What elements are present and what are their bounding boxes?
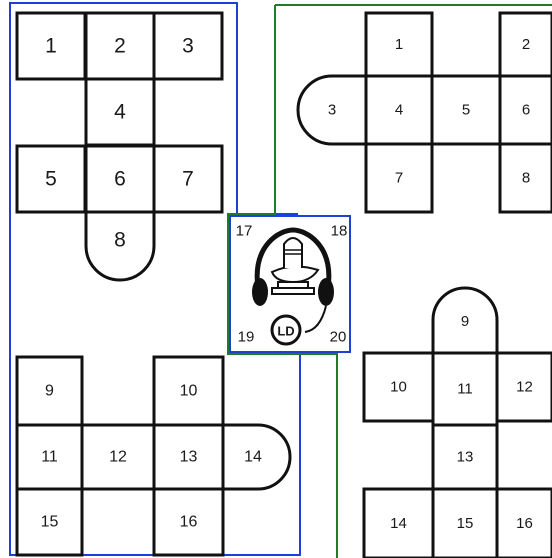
cell-number: 4 (114, 101, 126, 124)
green-cell-15[interactable]: 15 (433, 489, 497, 558)
cell-number: 2 (522, 36, 530, 53)
cell-number: 1 (395, 36, 403, 53)
cell-number: 1 (45, 35, 57, 58)
cell-number: 12 (516, 379, 533, 396)
blue-cell-12[interactable]: 12 (82, 425, 154, 489)
cell-number: 10 (390, 379, 407, 396)
green-cell-1[interactable]: 1 (366, 13, 432, 76)
cell-number: 12 (109, 449, 127, 466)
cell-number: 11 (41, 449, 58, 466)
cell-number: 4 (395, 102, 403, 119)
blue-cell-2[interactable]: 2 (86, 13, 154, 79)
blue-cell-14[interactable]: 14 (223, 425, 290, 489)
green-cell-2[interactable]: 2 (500, 13, 552, 76)
green-cell-6[interactable]: 6 (500, 76, 552, 144)
corner-label-20: 20 (330, 329, 347, 346)
green-cell-8[interactable]: 8 (500, 144, 552, 212)
emblem-text: LD (277, 324, 294, 339)
cell-number: 3 (328, 102, 336, 119)
green-cell-13[interactable]: 13 (433, 425, 497, 489)
blue-upper-cluster: 1 2 3 4 5 6 7 8 (17, 13, 222, 280)
green-cell-4[interactable]: 4 (366, 76, 432, 144)
cell-number: 16 (180, 514, 198, 531)
corner-label-19: 19 (238, 329, 255, 346)
cell-number: 16 (516, 515, 533, 532)
cell-number: 7 (395, 170, 403, 187)
green-cell-7[interactable]: 7 (366, 144, 432, 212)
cell-number: 13 (457, 449, 474, 466)
blue-cell-13[interactable]: 13 (154, 425, 223, 489)
cell-number: 6 (114, 168, 126, 191)
cell-number: 8 (522, 170, 530, 187)
cell-number: 15 (41, 514, 59, 531)
cell-number: 14 (390, 515, 407, 532)
corner-label-18: 18 (331, 223, 348, 240)
cell-number: 15 (457, 515, 474, 532)
blue-cell-10[interactable]: 10 (154, 357, 223, 425)
blue-cell-4[interactable]: 4 (86, 79, 154, 145)
cell-number: 13 (180, 449, 198, 466)
blue-cell-8[interactable]: 8 (86, 212, 154, 280)
blue-cell-1[interactable]: 1 (17, 13, 85, 79)
blue-cell-7[interactable]: 7 (154, 146, 222, 212)
blue-cell-5[interactable]: 5 (17, 146, 85, 212)
green-cell-10[interactable]: 10 (364, 353, 433, 421)
cell-number: 2 (114, 35, 126, 58)
cell-number: 6 (522, 102, 530, 119)
blue-cell-3[interactable]: 3 (154, 13, 222, 79)
corner-label-17: 17 (236, 223, 253, 240)
blue-cell-9[interactable]: 9 (17, 357, 82, 425)
green-cell-12[interactable]: 12 (497, 353, 552, 421)
blue-cell-11[interactable]: 11 (17, 425, 82, 489)
blue-cell-6[interactable]: 6 (86, 146, 154, 212)
green-cell-14[interactable]: 14 (364, 489, 433, 558)
cell-number: 14 (244, 449, 262, 466)
cell-number: 5 (45, 168, 57, 191)
green-cell-11[interactable]: 11 (433, 353, 497, 425)
green-lower-cluster: 9 10 11 12 13 14 15 16 (364, 288, 552, 558)
cell-number: 11 (457, 381, 473, 398)
green-cell-3[interactable]: 3 (298, 76, 366, 144)
cell-number: 9 (45, 383, 54, 400)
green-cell-5[interactable]: 5 (432, 76, 500, 144)
blue-cell-16[interactable]: 16 (154, 489, 223, 555)
cell-number: 10 (180, 383, 198, 400)
blue-cell-15[interactable]: 15 (17, 489, 82, 555)
cell-number: 7 (182, 168, 194, 191)
cell-number: 8 (114, 229, 126, 252)
cell-number: 5 (462, 102, 470, 119)
green-cell-16[interactable]: 16 (497, 489, 552, 558)
cell-number: 9 (461, 313, 469, 330)
cell-number: 3 (182, 35, 194, 58)
center-tile[interactable]: 17 18 19 20 LD (230, 216, 350, 352)
blue-lower-cluster: 9 10 11 12 13 14 15 16 (17, 357, 290, 555)
green-cell-9[interactable]: 9 (433, 288, 497, 353)
green-upper-cluster: 1 2 3 4 5 6 7 8 (298, 13, 552, 212)
